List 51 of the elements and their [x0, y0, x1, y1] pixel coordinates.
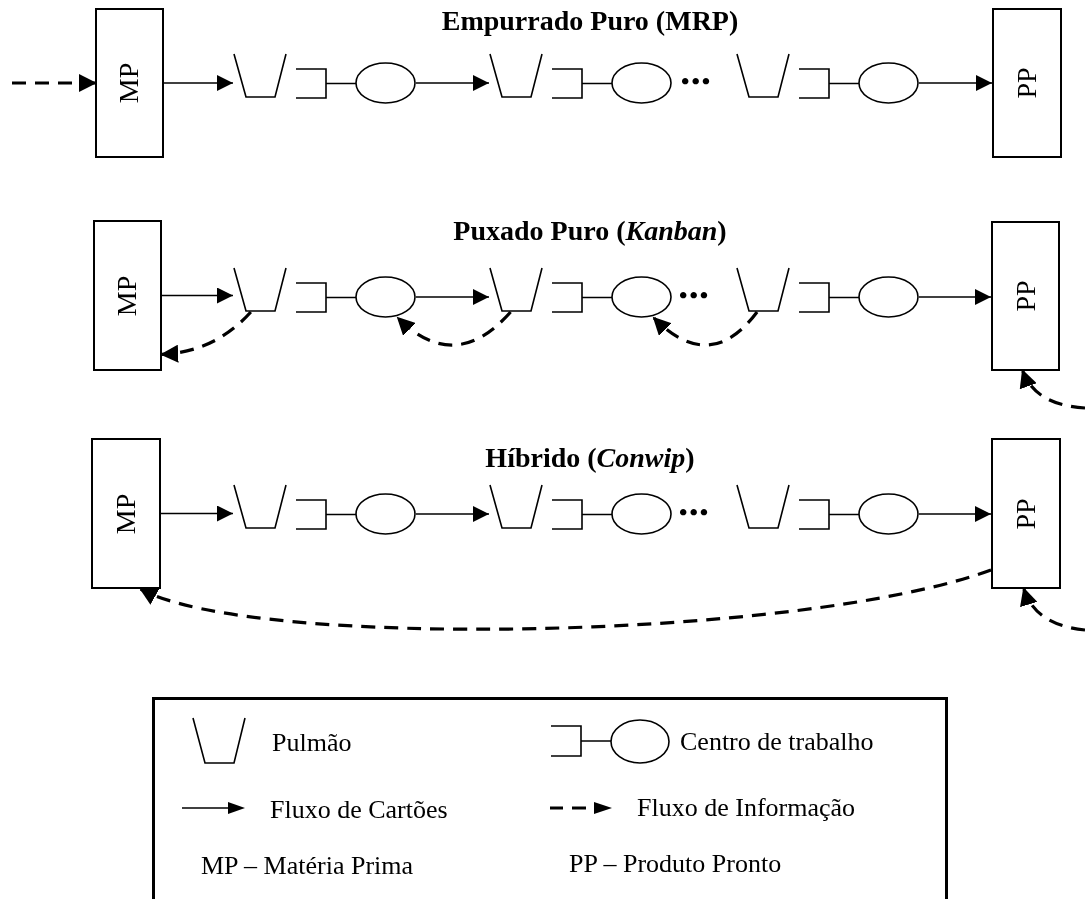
inventory-box: MP — [91, 438, 161, 589]
legend-text: Fluxo de Informação — [637, 792, 856, 824]
arrow — [415, 506, 490, 522]
inventory-box: MP — [93, 220, 162, 371]
arrow — [415, 289, 490, 305]
dashed-arrow — [1021, 587, 1085, 632]
workstation-symbol — [552, 276, 672, 318]
legend-text: PP – Produto Pronto — [569, 848, 782, 880]
workstation-symbol — [552, 62, 672, 104]
arrow — [918, 75, 993, 91]
legend-text: Pulmão — [272, 727, 352, 759]
arrow — [161, 287, 234, 304]
arrow — [918, 289, 992, 305]
workstation-symbol — [296, 493, 416, 535]
inventory-box: PP — [992, 8, 1062, 158]
buffer-symbol — [233, 53, 287, 98]
section-title: Empurrado Puro (MRP) — [440, 4, 740, 38]
buffer-symbol — [736, 267, 790, 312]
dashed-arrow — [12, 74, 97, 92]
workstation-symbol — [552, 493, 672, 535]
legend-text: Fluxo de Cartões — [270, 794, 448, 826]
inventory-box: MP — [95, 8, 164, 158]
section-title: Puxado Puro (Kanban) — [452, 214, 728, 248]
workstation-symbol — [799, 276, 919, 318]
arrow — [415, 75, 490, 91]
workstation-symbol — [296, 276, 416, 318]
dashed-arrow — [139, 568, 992, 631]
arrow — [160, 505, 234, 522]
dashed-arrow — [396, 310, 512, 347]
buffer-symbol — [736, 484, 790, 529]
ellipsis-text: ••• — [681, 69, 713, 93]
buffer-symbol — [489, 267, 543, 312]
buffer-symbol — [233, 267, 287, 312]
workstation-symbol — [296, 62, 416, 104]
buffer-symbol — [736, 53, 790, 98]
workstation-symbol — [799, 62, 919, 104]
arrow — [163, 75, 234, 91]
inventory-box: PP — [991, 221, 1060, 371]
legend-text: Centro de trabalho — [680, 726, 874, 758]
dashed-arrow — [1020, 369, 1085, 410]
workstation-symbol — [799, 493, 919, 535]
ellipsis-text: ••• — [679, 283, 711, 307]
arrow — [918, 506, 992, 522]
dashed-arrow — [652, 311, 759, 347]
buffer-symbol — [489, 53, 543, 98]
buffer-symbol — [489, 484, 543, 529]
inventory-box: PP — [991, 438, 1061, 589]
ellipsis-text: ••• — [679, 500, 711, 524]
section-title: Híbrido (Conwip) — [484, 441, 696, 475]
buffer-symbol — [233, 484, 287, 529]
legend-text: MP – Matéria Prima — [201, 850, 414, 882]
